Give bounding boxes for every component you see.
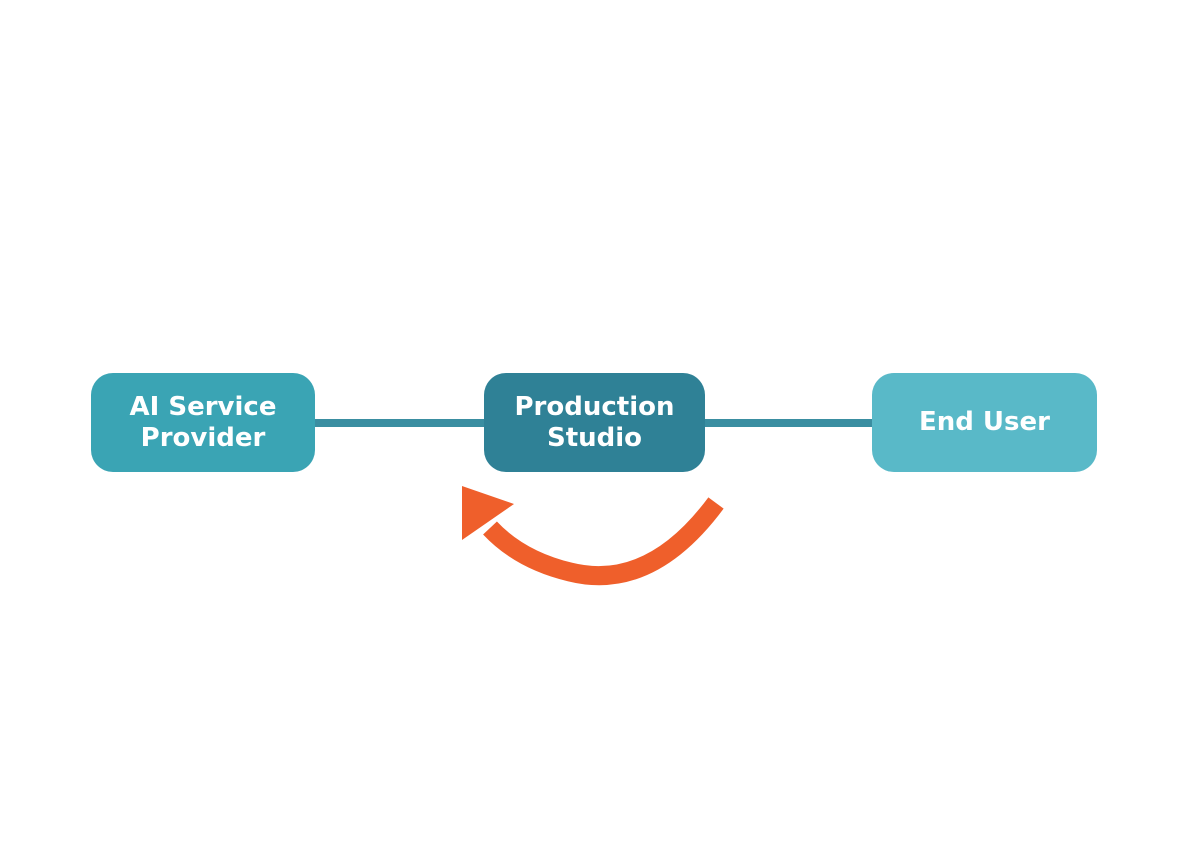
node-ai-service-provider: AI Service Provider (91, 373, 315, 472)
node-label-line: Production (514, 391, 675, 422)
feedback-arrow-arc (483, 497, 724, 586)
node-end-user: End User (872, 373, 1097, 472)
node-production-studio: Production Studio (484, 373, 705, 472)
node-label-line: Provider (140, 422, 266, 453)
node-label: End User (919, 407, 1050, 438)
node-label: Production Studio (515, 392, 675, 454)
node-label-line: End User (919, 407, 1050, 437)
node-label-line: Studio (546, 422, 643, 453)
node-label-line: AI Service (129, 391, 277, 422)
edge-studio-to-end-user (703, 419, 875, 427)
feedback-arrow-head (462, 486, 514, 540)
edge-provider-to-studio (314, 419, 486, 427)
node-label: AI Service Provider (130, 392, 277, 454)
